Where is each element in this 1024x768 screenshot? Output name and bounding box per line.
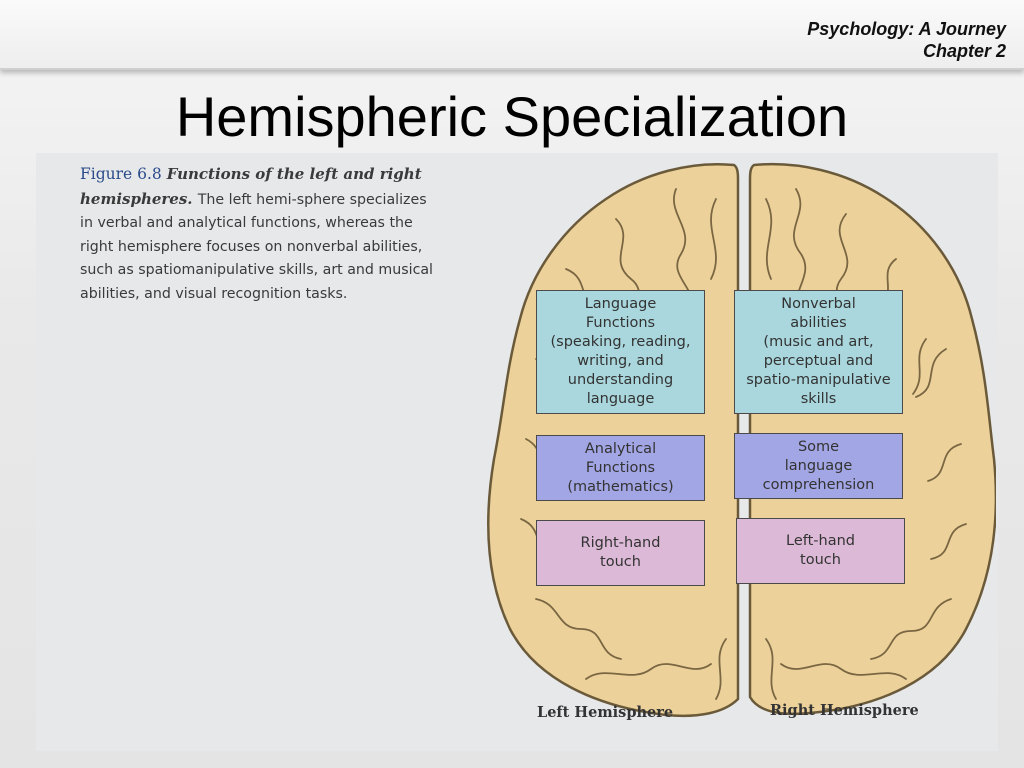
- right-language-box: Some language comprehension: [734, 433, 903, 499]
- left-analytical-box: Analytical Functions (mathematics): [536, 435, 705, 501]
- left-language-box: Language Functions (speaking, reading, w…: [536, 290, 705, 414]
- right-hemisphere-label: Right Hemisphere: [770, 702, 919, 719]
- slide-title: Hemispheric Specialization: [175, 85, 849, 148]
- left-hemisphere-label: Left Hemisphere: [537, 704, 674, 721]
- figure-body: The left hemi-sphere specializes in verb…: [80, 191, 434, 302]
- course-title: Psychology: A Journey Chapter 2: [807, 18, 1006, 62]
- figure-number: Figure 6.8: [80, 165, 167, 183]
- chapter-label: Chapter 2: [922, 41, 1006, 61]
- right-touch-box: Left-hand touch: [736, 518, 905, 584]
- figure-panel: Figure 6.8 Functions of the left and rig…: [36, 153, 998, 751]
- course-title-line: Psychology: A Journey: [807, 19, 1006, 39]
- left-touch-box: Right-hand touch: [536, 520, 705, 586]
- figure-caption: Figure 6.8 Functions of the left and rig…: [80, 163, 440, 306]
- header-band: Psychology: A Journey Chapter 2: [0, 0, 1024, 70]
- right-nonverbal-box: Nonverbal abilities (music and art, perc…: [734, 290, 903, 414]
- figure-title: Functions of the left and right hemisphe…: [80, 165, 422, 208]
